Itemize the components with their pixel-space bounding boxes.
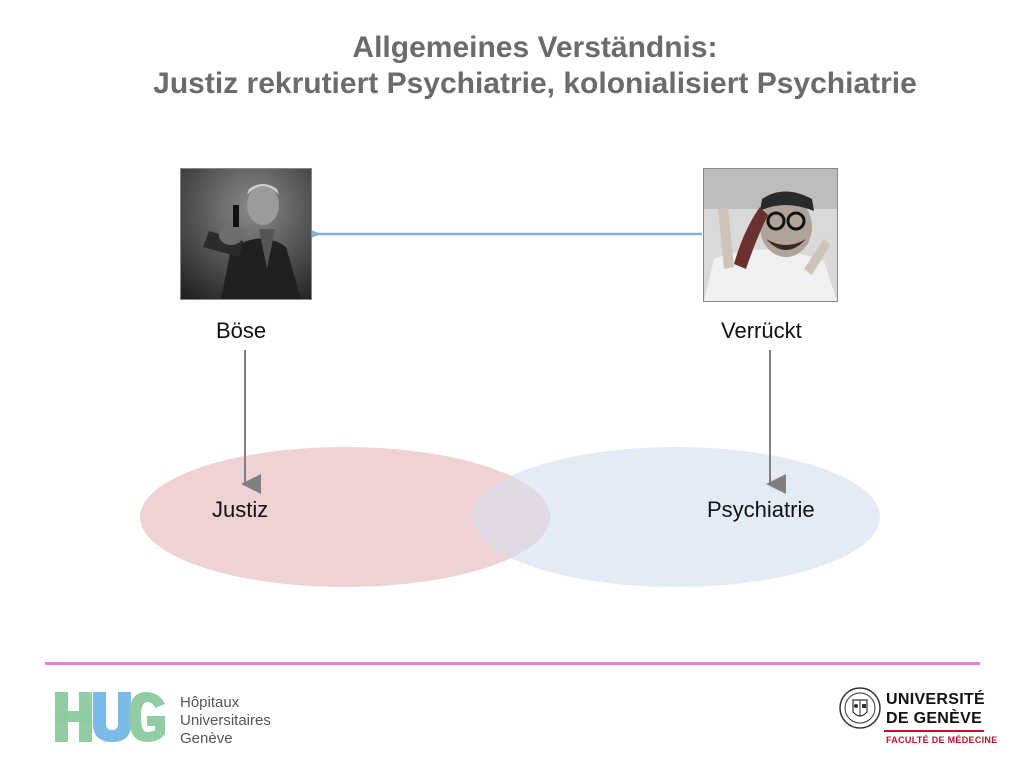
laughing-man-image-icon (704, 169, 837, 301)
verrueckt-label: Verrückt (721, 318, 802, 343)
boese-label: Böse (216, 318, 267, 343)
unige-rule (884, 730, 984, 732)
psychiatrie-label: Psychiatrie (707, 497, 815, 522)
footer-divider (45, 662, 980, 665)
crazy-man-photo (703, 168, 838, 302)
psychiatrie-ellipse (472, 447, 880, 587)
faculty-name: FACULTÉ DE MÉDECINE (886, 735, 998, 745)
unige-name: UNIVERSITÉ DE GENÈVE (886, 690, 985, 728)
slide-title: Allgemeines Verständnis: Justiz rekrutie… (60, 30, 1010, 102)
evil-man-photo (180, 168, 312, 300)
hug-line-2: Universitaires (180, 712, 271, 729)
hug-name: Hôpitaux Universitaires Genève (180, 694, 271, 748)
hug-line-3: Genève (180, 730, 233, 747)
justiz-label: Justiz (212, 497, 269, 522)
title-line-1: Allgemeines Verständnis: (352, 31, 718, 64)
hug-logo-icon (55, 692, 165, 742)
unige-seal-icon (839, 687, 881, 729)
hug-line-1: Hôpitaux (180, 694, 240, 711)
gunman-image-icon (181, 169, 311, 299)
unige-line-1: UNIVERSITÉ (886, 691, 986, 708)
title-line-2: Justiz rekrutiert Psychiatrie, koloniali… (153, 67, 917, 100)
unige-line-2: DE GENÈVE (886, 710, 983, 727)
